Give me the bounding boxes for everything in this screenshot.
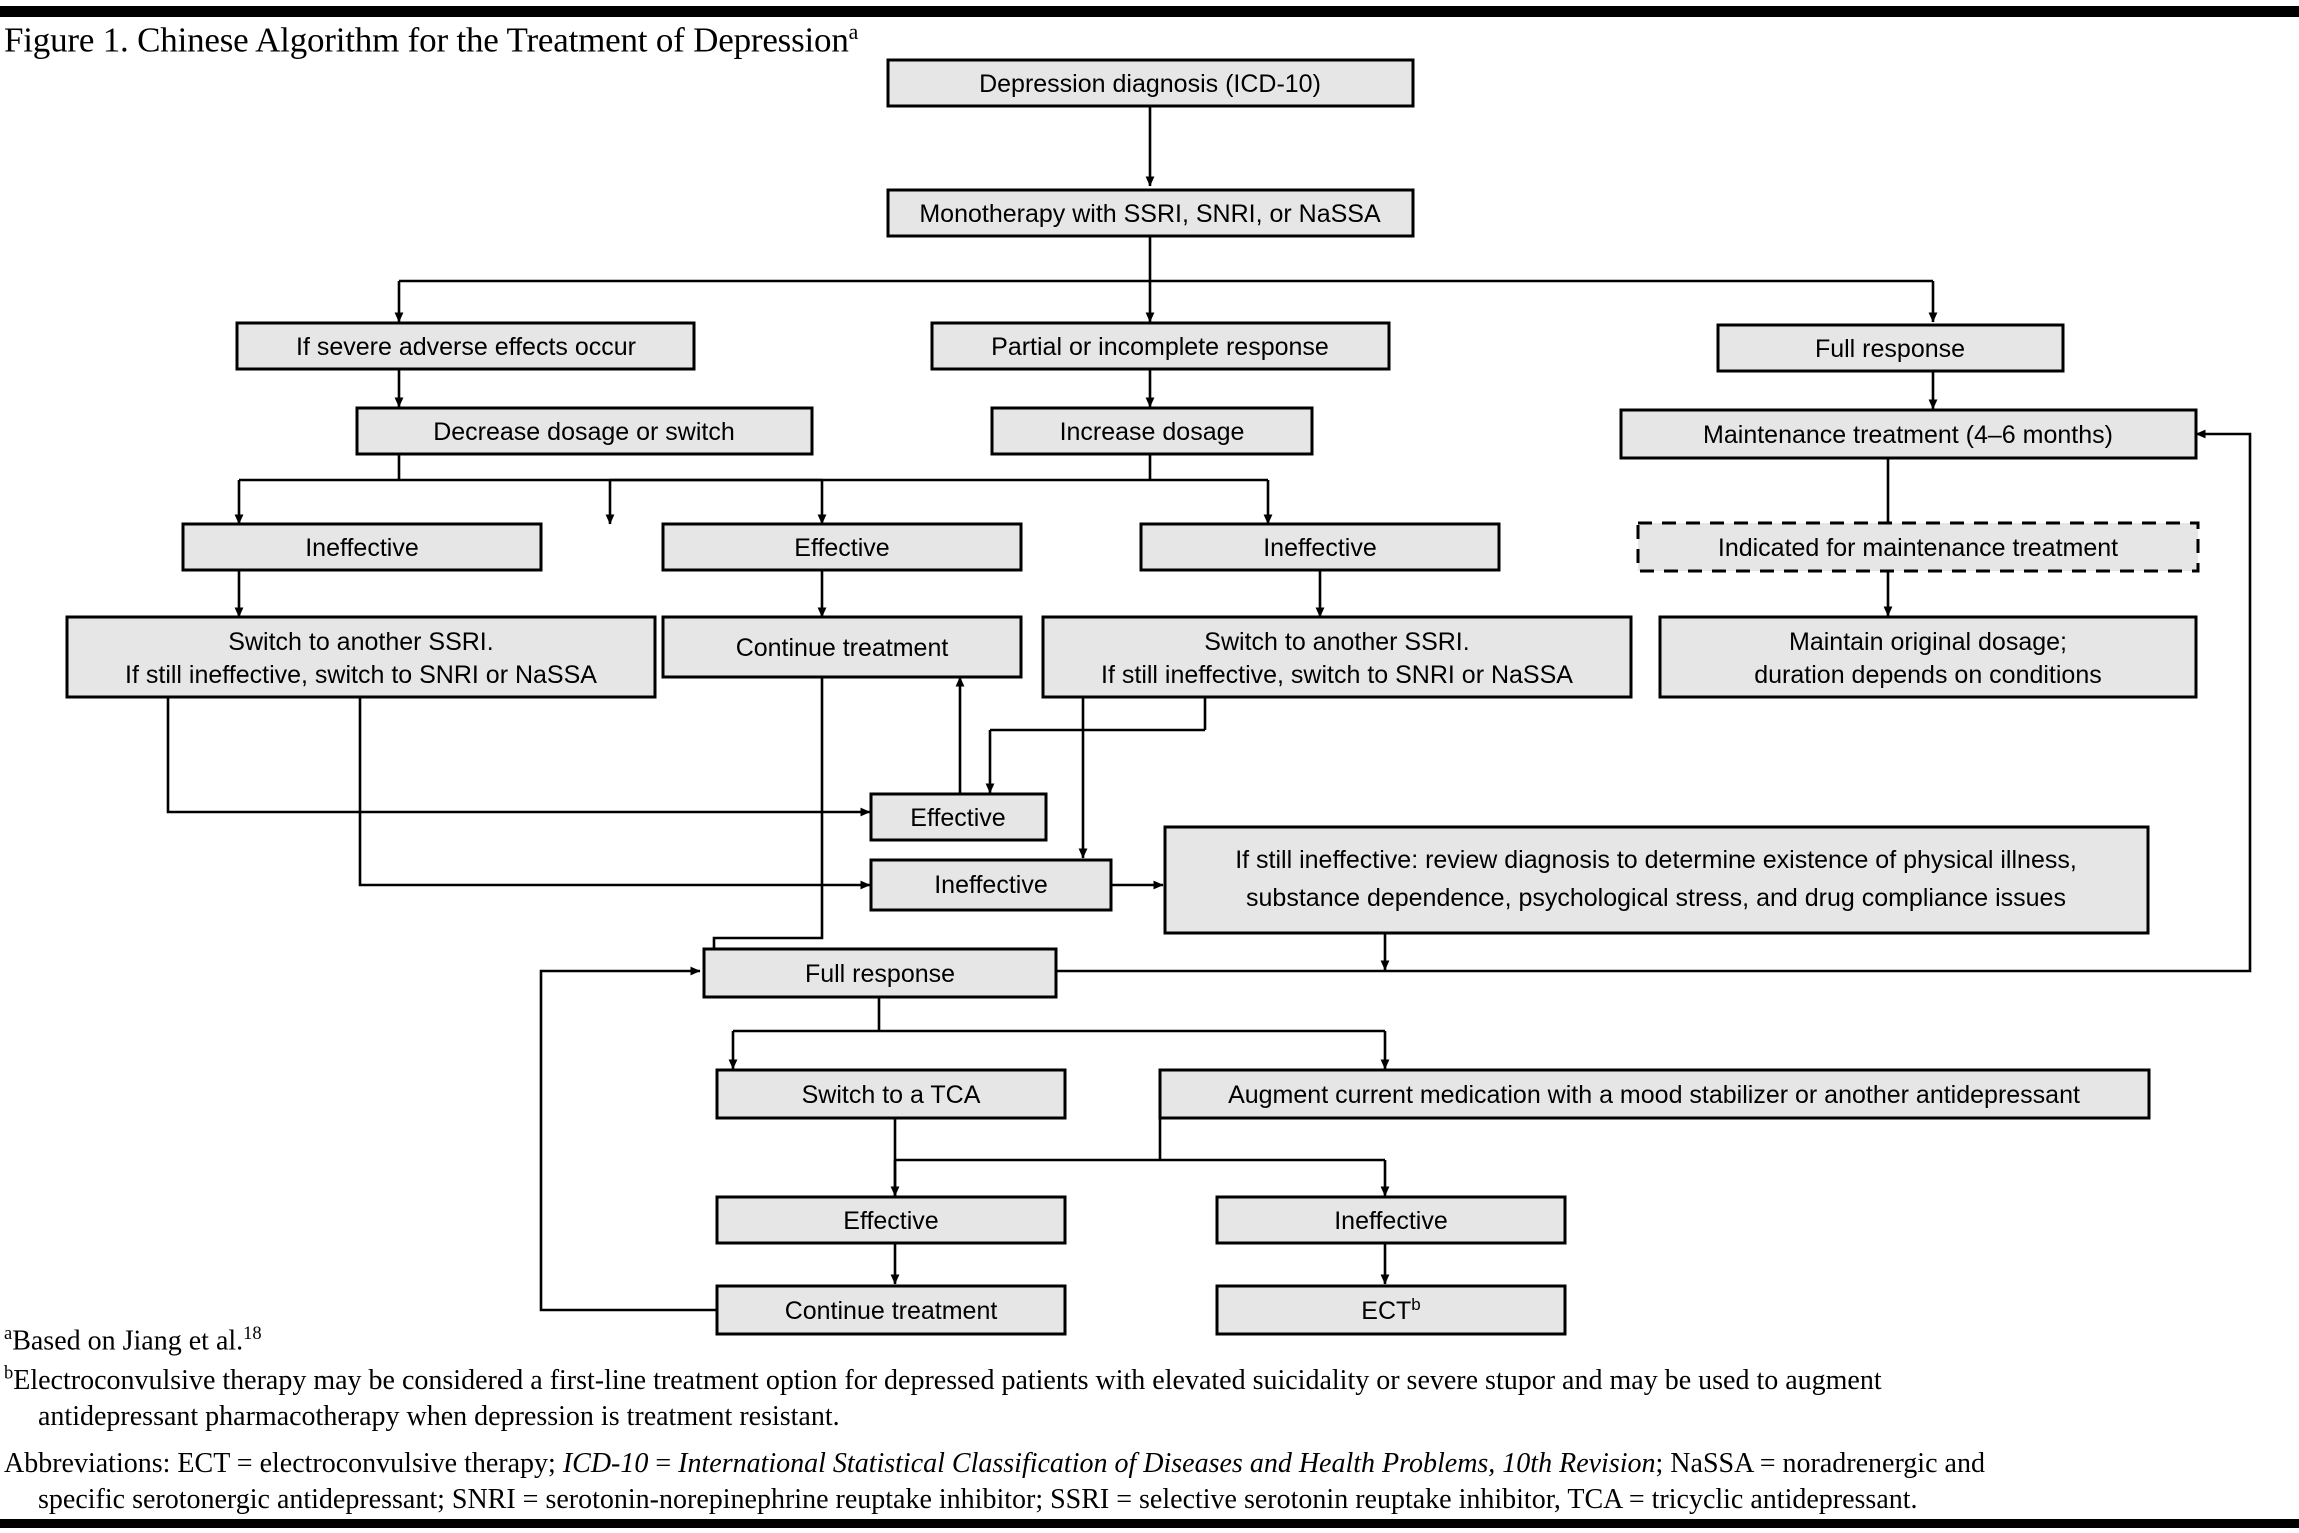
- node-label-augment-medication: Augment current medication with a mood s…: [1228, 1081, 2080, 1109]
- footnote-a-reference: 18: [243, 1323, 262, 1343]
- edge-switchleft-to-ineffective: [358, 697, 871, 890]
- footnote-abbreviations: Abbreviations: ECT = electroconvulsive t…: [4, 1446, 2296, 1518]
- node-label-switch-tca: Switch to a TCA: [802, 1081, 981, 1109]
- node-label-maintain-dosage-line2: duration depends on conditions: [1754, 661, 2102, 689]
- footnote-b-line1: Electroconvulsive therapy may be conside…: [13, 1365, 1882, 1397]
- node-label-ineffective-left: Ineffective: [305, 534, 419, 562]
- node-ineffective-left[interactable]: Ineffective: [181, 522, 543, 572]
- node-label-effective-small: Effective: [910, 804, 1005, 832]
- footnote-a: aBased on Jiang et al.18: [4, 1322, 262, 1359]
- node-label-effective-mid: Effective: [794, 534, 889, 562]
- node-switch-ssri-right[interactable]: Switch to another SSRI. If still ineffec…: [1041, 615, 1633, 699]
- node-effective-small[interactable]: Effective: [869, 792, 1048, 842]
- node-full-response-top[interactable]: Full response: [1716, 323, 2065, 373]
- node-label-decrease-dosage: Decrease dosage or switch: [433, 418, 735, 446]
- node-ineffective-right[interactable]: Ineffective: [1139, 522, 1501, 572]
- abbr-italic-icd10-expansion: International Statistical Classification…: [678, 1448, 1656, 1479]
- node-label-depression-diagnosis: Depression diagnosis (ICD-10): [979, 70, 1321, 98]
- node-effective-mid[interactable]: Effective: [661, 522, 1023, 572]
- node-label-partial-response: Partial or incomplete response: [991, 333, 1329, 361]
- node-label-ineffective-lower: Ineffective: [1334, 1207, 1448, 1235]
- node-depression-diagnosis[interactable]: Depression diagnosis (ICD-10): [886, 58, 1415, 108]
- node-label-continue-treatment-mid: Continue treatment: [736, 634, 949, 662]
- node-continue-treatment-mid[interactable]: Continue treatment: [661, 615, 1023, 679]
- node-partial-response[interactable]: Partial or incomplete response: [930, 321, 1391, 371]
- node-decrease-dosage[interactable]: Decrease dosage or switch: [355, 406, 814, 456]
- edge-monotherapy-bus: [399, 236, 1933, 283]
- node-label-review-diagnosis-line2: substance dependence, psychological stre…: [1246, 884, 2066, 912]
- figure-title-text: Figure 1. Chinese Algorithm for the Trea…: [4, 20, 849, 60]
- edge-continue-to-fullresponse: [709, 677, 824, 971]
- node-label-ect: ECTb: [1361, 1295, 1420, 1325]
- node-indicated-maintenance[interactable]: Indicated for maintenance treatment: [1636, 521, 2200, 573]
- node-label-severe-adverse-effects: If severe adverse effects occur: [296, 333, 636, 361]
- abbr-line2: specific serotonergic antidepressant; SN…: [38, 1483, 1918, 1515]
- top-rule: [0, 6, 2299, 17]
- node-label-effective-lower: Effective: [843, 1207, 938, 1235]
- node-label-switch-ssri-left-line2: If still ineffective, switch to SNRI or …: [125, 661, 597, 689]
- node-label-full-response-top: Full response: [1815, 335, 1965, 363]
- node-label-switch-ssri-left-line1: Switch to another SSRI.: [228, 628, 493, 656]
- node-ect[interactable]: ECTb: [1215, 1284, 1567, 1336]
- node-maintenance-treatment[interactable]: Maintenance treatment (4–6 months): [1619, 408, 2198, 460]
- node-switch-ssri-left[interactable]: Switch to another SSRI. If still ineffec…: [65, 615, 657, 699]
- node-increase-dosage[interactable]: Increase dosage: [990, 406, 1314, 456]
- node-label-ineffective-small: Ineffective: [934, 871, 1048, 899]
- footnote-a-text: Based on Jiang et al.: [12, 1325, 244, 1357]
- node-label-ineffective-right: Ineffective: [1263, 534, 1377, 562]
- node-label-full-response-lower: Full response: [805, 960, 955, 988]
- edge-fullresponse-bus: [733, 997, 1385, 1033]
- abbr-italic-icd10: ICD-10: [562, 1448, 649, 1479]
- figure-title: Figure 1. Chinese Algorithm for the Trea…: [4, 20, 858, 61]
- footnote-b-line2: antidepressant pharmacotherapy when depr…: [38, 1401, 840, 1433]
- edge-decrease-bus: [239, 454, 822, 482]
- node-label-maintenance-treatment: Maintenance treatment (4–6 months): [1703, 421, 2113, 449]
- abbr-segment-1: ECT = electroconvulsive therapy;: [170, 1448, 563, 1479]
- figure-title-superscript: a: [848, 20, 859, 44]
- node-ineffective-small[interactable]: Ineffective: [869, 858, 1113, 912]
- footnote-b: bElectroconvulsive therapy may be consid…: [4, 1362, 2296, 1435]
- node-switch-tca[interactable]: Switch to a TCA: [715, 1068, 1067, 1120]
- node-augment-medication[interactable]: Augment current medication with a mood s…: [1158, 1068, 2151, 1120]
- footnote-b-marker: b: [4, 1363, 14, 1383]
- edge-switchleft-to-effective: [166, 697, 871, 817]
- node-monotherapy[interactable]: Monotherapy with SSRI, SNRI, or NaSSA: [886, 188, 1415, 238]
- node-ineffective-lower[interactable]: Ineffective: [1215, 1195, 1567, 1245]
- edge-increase-bus: [610, 454, 1268, 482]
- node-label-monotherapy: Monotherapy with SSRI, SNRI, or NaSSA: [919, 200, 1381, 228]
- flowchart-edges: [166, 106, 2252, 1312]
- node-maintain-original-dosage[interactable]: Maintain original dosage; duration depen…: [1658, 615, 2198, 699]
- node-label-indicated-maintenance: Indicated for maintenance treatment: [1718, 534, 2118, 562]
- node-label-increase-dosage: Increase dosage: [1060, 418, 1245, 446]
- edge-lower-bus: [893, 1158, 1385, 1196]
- node-severe-adverse-effects[interactable]: If severe adverse effects occur: [235, 321, 696, 371]
- node-label-switch-ssri-right-line1: Switch to another SSRI.: [1204, 628, 1469, 656]
- node-label-switch-ssri-right-line2: If still ineffective, switch to SNRI or …: [1101, 661, 1573, 689]
- edge-continue-low-to-fullresponse: [539, 966, 716, 1312]
- abbr-label: Abbreviations:: [4, 1448, 171, 1479]
- node-label-review-diagnosis-line1: If still ineffective: review diagnosis t…: [1235, 846, 2077, 874]
- edge-switchright-bus: [988, 697, 1207, 760]
- node-label-continue-treatment-lower: Continue treatment: [785, 1297, 998, 1325]
- abbr-segment-3: ; NaSSA = noradrenergic and: [1655, 1448, 1985, 1479]
- node-continue-treatment-lower[interactable]: Continue treatment: [715, 1284, 1067, 1336]
- abbr-segment-2: =: [648, 1448, 679, 1479]
- node-review-diagnosis[interactable]: If still ineffective: review diagnosis t…: [1163, 825, 2150, 935]
- footnote-a-marker: a: [4, 1323, 13, 1343]
- node-full-response-lower[interactable]: Full response: [702, 947, 1058, 999]
- bottom-rule: [0, 1519, 2299, 1528]
- node-label-maintain-dosage-line1: Maintain original dosage;: [1789, 628, 2067, 656]
- edge-fullresponse-to-maintenance-loop: [1056, 429, 2252, 973]
- node-effective-lower[interactable]: Effective: [715, 1195, 1067, 1245]
